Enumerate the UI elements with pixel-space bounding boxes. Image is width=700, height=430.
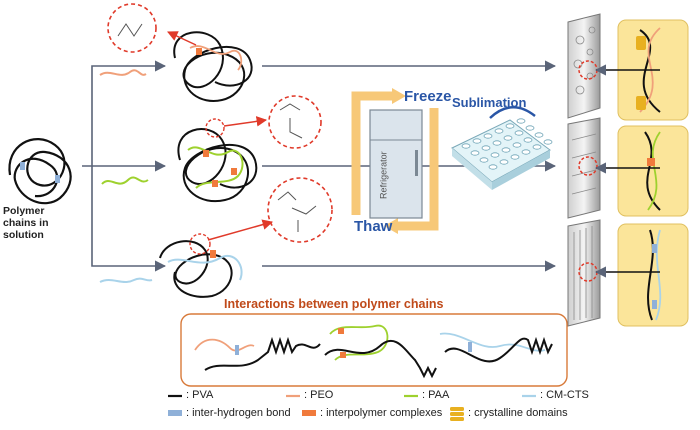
hbond-mark (55, 175, 60, 183)
vial (499, 159, 509, 165)
legend-label-crystalline: : crystalline domains (468, 407, 568, 419)
legend-label-pva: : PVA (186, 389, 214, 401)
sublimation-label: Sublimation (452, 95, 527, 110)
vial (516, 118, 526, 124)
zoom-circle-bottom (267, 177, 333, 243)
vial (472, 138, 482, 144)
start-polymer-coil (8, 138, 72, 205)
paa-sample (101, 176, 149, 185)
vial (492, 140, 502, 146)
vial (525, 125, 535, 131)
scaffold-bottom (567, 219, 601, 327)
panel-bottom (594, 223, 689, 327)
freeze-dryer-tray (451, 119, 551, 190)
vial (470, 150, 480, 156)
legend-label-complex: : interpolymer complexes (320, 407, 443, 419)
freeze-label: Freeze (404, 88, 452, 105)
vial (494, 128, 504, 134)
interactions-title: Interactions between polymer chains (224, 297, 444, 311)
vial (510, 154, 520, 160)
scaffold-middle (567, 117, 601, 219)
vial (503, 135, 513, 141)
refrigerator (369, 109, 423, 219)
vial (543, 139, 553, 145)
vial (523, 137, 533, 143)
zoom-circle-top (107, 3, 157, 53)
refrigerator-label: Refrigerator (378, 151, 389, 199)
sublimation-arrow (489, 106, 536, 119)
legend-label-paa: : PAA (422, 389, 450, 401)
legend-label-cmcts: : CM-CTS (540, 389, 589, 401)
legend-swatches (168, 394, 536, 421)
thaw-label: Thaw (354, 218, 393, 235)
vial (505, 123, 515, 129)
branch-arrows (82, 60, 167, 272)
vial (514, 130, 524, 136)
panel-top (594, 19, 689, 121)
freeze-thaw-cycle (351, 88, 439, 234)
vial (501, 147, 511, 153)
pva-peo-blend (173, 31, 253, 102)
vial (532, 144, 542, 150)
vial (483, 133, 493, 139)
vial (512, 142, 522, 148)
vial (461, 143, 471, 149)
vial (479, 157, 489, 163)
vial (534, 132, 544, 138)
crystalline-icon (450, 407, 464, 421)
legend-label-peo: : PEO (304, 389, 334, 401)
peo-sample (99, 69, 147, 76)
start-label: Polymer chains in solution (3, 205, 49, 242)
cmcts-sample (99, 277, 153, 283)
zoom-circle-middle (268, 95, 322, 149)
pva-cmcts-blend (159, 240, 243, 298)
pva-paa-blend (177, 128, 258, 203)
vial-grid (461, 118, 553, 170)
interaction-cmcts-pva (439, 332, 553, 363)
legend-label-hbond: : inter-hydrogen bond (186, 407, 291, 419)
panel-middle (594, 125, 689, 217)
vial (521, 149, 531, 155)
hbond-mark (20, 162, 25, 170)
vial (481, 145, 491, 151)
interaction-paa-pva (324, 324, 437, 379)
vial (488, 164, 498, 170)
vial (490, 152, 500, 158)
scaffold-top (567, 13, 601, 119)
interaction-peo-pva (194, 336, 321, 371)
